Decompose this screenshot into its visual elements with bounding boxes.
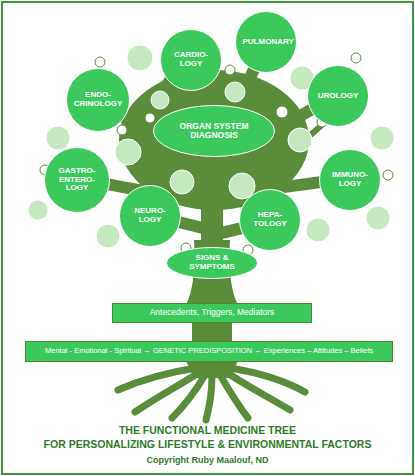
node-label: GASTRO- ENTERO- LOGY xyxy=(52,167,102,193)
node-label: IMMUNO- LOGY xyxy=(327,171,374,188)
node-shape xyxy=(240,190,301,251)
node-label: CARDIO- LOGY xyxy=(168,51,215,68)
roots xyxy=(118,368,305,420)
white-dot xyxy=(383,170,393,180)
specialty-circle: ENDO- CRINOLOGY xyxy=(66,68,130,132)
specialty-circle: HEPA- TOLOGY xyxy=(239,189,301,251)
title: THE FUNCTIONAL MEDICINE TREE FOR PERSONA… xyxy=(6,424,409,451)
pale-leaf-circle xyxy=(170,170,194,194)
white-dot xyxy=(276,106,288,118)
white-dot xyxy=(145,113,155,123)
white-dot xyxy=(225,65,235,75)
node-label: UROLOGY xyxy=(315,92,362,101)
node-label: Antecedents, Triggers, Mediators xyxy=(150,308,275,317)
node-shape xyxy=(45,148,110,213)
white-dot xyxy=(117,125,127,135)
node-label: Mental - Emotional - Spiritual → GENETIC… xyxy=(45,347,373,355)
pale-leaf-circle xyxy=(306,218,330,242)
specialty-circle: CARDIO- LOGY xyxy=(160,29,222,91)
node-label: NEURO- LOGY xyxy=(127,207,174,224)
pale-leaf-circle xyxy=(127,45,153,71)
pale-leaf-circle xyxy=(115,139,141,165)
node-shape xyxy=(154,106,275,157)
node-shape xyxy=(308,66,369,127)
node-label: HEPA- TOLOGY xyxy=(247,211,294,228)
pale-leaf-circle xyxy=(46,126,70,150)
trunk-lower xyxy=(192,322,232,342)
symptoms-ellipse: SIGNS & SYMPTOMS xyxy=(166,247,258,279)
specialty-circle: UROLOGY xyxy=(307,65,369,127)
pale-leaf-circle xyxy=(288,128,312,152)
pale-leaf-circle xyxy=(366,206,390,230)
specialty-circle: IMMUNO- LOGY xyxy=(319,149,381,211)
pale-leaf-circle xyxy=(28,200,48,220)
pale-leaf-circle xyxy=(229,173,255,199)
caption: Copyright Ruby Maalouf, ND xyxy=(6,455,409,465)
pale-leaf-circle xyxy=(151,91,169,109)
specialty-circle: NEURO- LOGY xyxy=(119,185,181,247)
node-shape xyxy=(167,248,258,279)
node-shape xyxy=(120,186,181,247)
white-dot xyxy=(351,53,361,63)
pale-leaf-circle xyxy=(96,224,120,248)
antecedents-band: Antecedents, Triggers, Mediators xyxy=(112,303,312,323)
node-label: SIGNS & SYMPTOMS xyxy=(182,254,243,271)
node-shape xyxy=(320,150,381,211)
white-dot xyxy=(95,57,105,67)
pale-leaf-circle xyxy=(370,126,394,150)
node-label: ORGAN SYSTEM DIAGNOSIS xyxy=(169,122,259,140)
node-label: PULMONARY xyxy=(243,38,290,47)
pale-leaf-circle xyxy=(225,82,245,102)
diagnosis-ellipse: ORGAN SYSTEM DIAGNOSIS xyxy=(153,105,275,157)
node-shape xyxy=(236,12,297,73)
node-label: ENDO- CRINOLOGY xyxy=(74,91,123,108)
node-shape xyxy=(161,30,222,91)
node-shape xyxy=(67,69,130,132)
specialty-circle: PULMONARY xyxy=(235,11,297,73)
specialty-circle: GASTRO- ENTERO- LOGY xyxy=(44,147,110,213)
genetics-band: Mental - Emotional - Spiritual → GENETIC… xyxy=(25,341,393,362)
